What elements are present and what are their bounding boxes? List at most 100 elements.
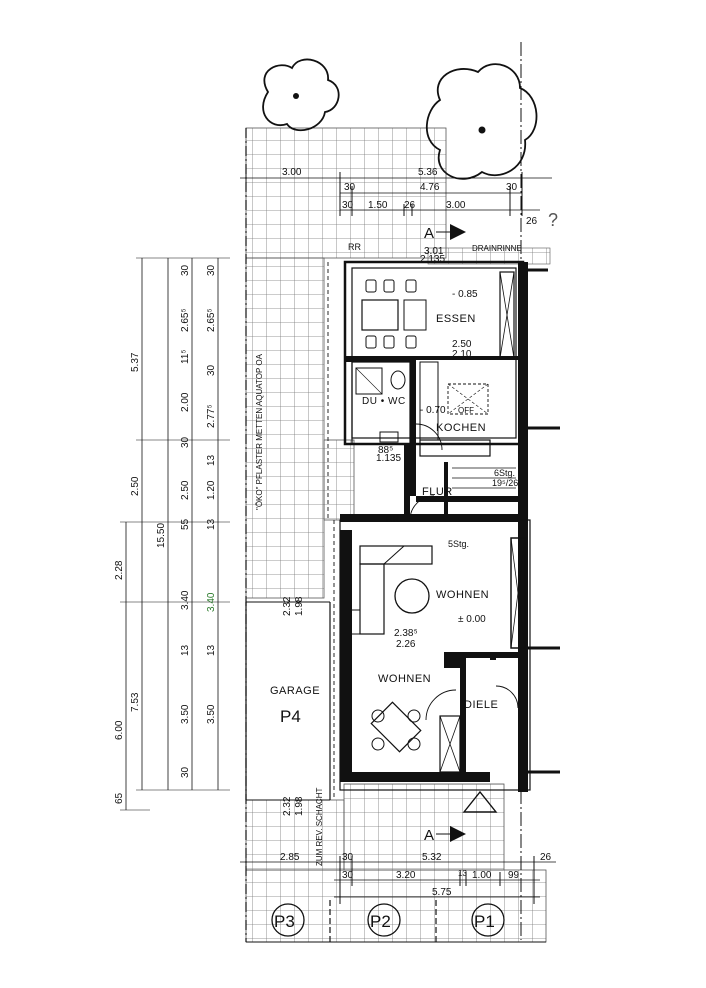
svg-text:30: 30 [342, 870, 354, 881]
dim-label: 30 [344, 182, 356, 193]
room-label-diele: DIELE [464, 699, 498, 711]
dim-label: 3.00 [282, 167, 302, 178]
stair-count: 5Stg. [448, 539, 469, 549]
svg-text:30: 30 [180, 766, 191, 778]
sofa-icon [345, 545, 433, 635]
dim-label: 1.98 [294, 796, 305, 816]
svg-text:30: 30 [180, 264, 191, 276]
svg-text:A: A [424, 225, 434, 242]
parking-p2: P2 [367, 903, 401, 937]
svg-text:2.85: 2.85 [280, 852, 300, 863]
svg-text:30: 30 [342, 852, 354, 863]
svg-text:6.00: 6.00 [114, 720, 125, 740]
svg-text:13: 13 [206, 454, 217, 466]
stair-ratio: 19⁵/26 [492, 478, 518, 488]
building-walls [245, 260, 560, 801]
svg-text:P1: P1 [474, 912, 495, 931]
room-label-du-wc: DU • WC [362, 396, 406, 407]
dim-label: 3.01 [424, 246, 444, 257]
svg-text:65: 65 [114, 792, 125, 804]
left-dimension-chain-outer: 5.37 2.50 2.28 15.50 7.53 6.00 65 [114, 257, 230, 811]
oven-box [447, 383, 489, 415]
svg-text:2.50: 2.50 [130, 476, 141, 496]
svg-text:13: 13 [458, 869, 467, 878]
svg-text:5.75: 5.75 [432, 887, 452, 898]
svg-text:11⁵: 11⁵ [180, 349, 191, 364]
schacht-label: ZUM REV. SCHACHT [315, 788, 324, 866]
dim-label: 2.135 [420, 254, 445, 265]
svg-text:5.32: 5.32 [422, 852, 442, 863]
svg-text:30: 30 [180, 436, 191, 448]
tree-icon [262, 58, 340, 132]
svg-text:3.50: 3.50 [206, 704, 217, 724]
svg-text:P3: P3 [274, 912, 295, 931]
rr-label: RR [386, 514, 399, 524]
drainrinne-label: DRAINRINNE [472, 244, 522, 253]
rr-label: RR [348, 242, 361, 252]
dim-label: 1.50 [368, 200, 388, 211]
stair-count: 6Stg. [494, 468, 515, 478]
svg-text:26: 26 [540, 852, 552, 863]
tree-icon [425, 63, 538, 180]
parking-p3: P3 [271, 903, 305, 937]
parking-p1: P1 [471, 903, 505, 937]
dim-label: 2.50 [452, 339, 472, 350]
svg-text:A: A [424, 827, 434, 844]
dim-label: 88⁵ [378, 445, 393, 456]
dim-label: 30 [342, 200, 354, 211]
dim-label: 2.26 [396, 639, 416, 650]
room-label-wohnen-upper: WOHNEN [436, 589, 489, 601]
label-off: OFF [458, 406, 474, 415]
dim-label: 2.32 [282, 596, 293, 616]
room-label-garage: GARAGE [270, 685, 320, 697]
svg-text:P2: P2 [370, 912, 391, 931]
svg-text:2.65⁵: 2.65⁵ [206, 308, 217, 332]
svg-text:30: 30 [206, 364, 217, 376]
svg-text:15.50: 15.50 [156, 523, 167, 548]
level-label: ± 0.00 [458, 614, 486, 625]
dim-label: 2.38⁵ [394, 628, 418, 639]
svg-text:2.50: 2.50 [180, 480, 191, 500]
dim-label: 1.135 [376, 453, 401, 464]
dim-label: 3.00 [446, 200, 466, 211]
garage-id: P4 [280, 707, 301, 726]
svg-text:99: 99 [508, 870, 520, 881]
annotation-question: ? [548, 210, 558, 230]
room-label-wohnen-lower: WOHNEN [378, 673, 431, 685]
bottom-dimension-chain: 2.85 30 5.32 26 30 3.20 13 1.00 99 5.75 [240, 852, 556, 904]
svg-text:1.00: 1.00 [472, 870, 492, 881]
section-marker-bottom: A [424, 790, 498, 844]
top-dimension-chain: 3.00 5.36 30 4.76 30 30 1.50 26 3.00 26 … [240, 167, 552, 265]
dim-label: 26 [526, 216, 538, 227]
svg-text:30: 30 [206, 264, 217, 276]
svg-text:13: 13 [206, 518, 217, 530]
dim-label: 1.98 [294, 596, 305, 616]
section-marker-top: A [424, 224, 466, 242]
toilet-icon [355, 367, 406, 443]
svg-text:1.20: 1.20 [206, 480, 217, 500]
level-label: - 0.70 [420, 405, 446, 416]
dim-label: 2.32 [282, 796, 293, 816]
dim-label: 2.10 [452, 349, 472, 360]
room-label-essen: ESSEN [436, 313, 476, 325]
parking-markers: P3 P2 P1 [246, 900, 546, 943]
svg-text:13: 13 [180, 644, 191, 656]
svg-text:3.50: 3.50 [180, 704, 191, 724]
svg-text:3.40: 3.40 [180, 590, 191, 610]
room-label-kochen: KOCHEN [436, 422, 486, 434]
dining-table-icon [361, 279, 427, 349]
paving-label: "ÖKO" PFLASTER METTEN AQUATOP OA [255, 353, 264, 510]
svg-text:13: 13 [206, 644, 217, 656]
left-dimension-chain-inner: 30 2.65⁵ 11⁵ 2.00 30 2.50 55 3.40 13 3.5… [180, 258, 219, 790]
svg-text:2.00: 2.00 [180, 392, 191, 412]
svg-text:2.28: 2.28 [114, 560, 125, 580]
level-label: - 0.85 [452, 289, 478, 300]
dim-label: 4.76 [420, 182, 440, 193]
svg-text:3.20: 3.20 [396, 870, 416, 881]
dim-label: 26 [404, 200, 416, 211]
dim-label: 30 [506, 182, 518, 193]
svg-text:5.37: 5.37 [130, 352, 141, 372]
dim-label: 5.36 [418, 167, 438, 178]
svg-text:2.65⁵: 2.65⁵ [180, 308, 191, 332]
